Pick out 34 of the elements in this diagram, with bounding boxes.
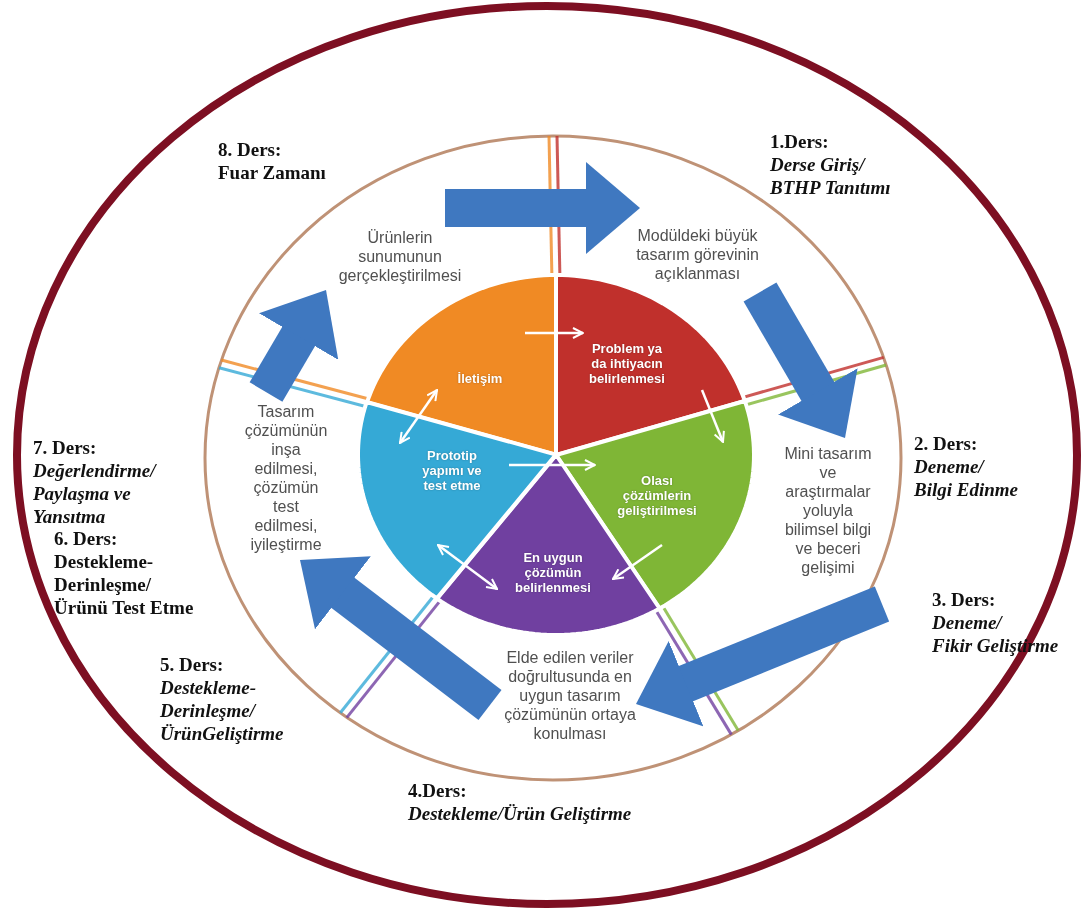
lesson-title: Destekleme- Derinleşme/ Ürünü Test Etme [54,550,195,619]
slice-label: İletişim [456,370,504,386]
arrow [398,389,439,444]
slice-label: En uygun çözümün belirlenmesi [514,549,592,595]
step-description: Elde edilen veriler doğrultusunda en uygun tasarım çözümünün ortaya konulması [503,648,637,743]
step-description: Modüldeki büyük tasarım görevinin açıklanması [635,226,760,283]
lesson-title: Destekleme- Derinleşme/ ÜrünGeliştirme [160,676,285,745]
lesson-number: 8. Ders: [218,138,283,161]
lesson-number: 5. Ders: [160,653,225,676]
lesson-number: 4.Ders: [408,779,468,802]
lesson-title: Derse Giriş/ BTHP Tanıtımı [770,153,892,199]
arrow [612,543,663,581]
step-description: Tasarım çözümünün inşa edilmesi, çözümün test edilmesi, iyileştirme [243,402,329,554]
step-description: Ürünlerin sunumunun gerçekleştirilmesi [337,228,463,285]
slice-label: Prototip yapımı ve test etme [421,447,483,493]
step-description: Mini tasarım ve araştırmalar yoluyla bilimsel bilgi ve beceri gelişimi [783,444,873,577]
lesson-title: Fuar Zamanı [218,161,327,184]
arrow [509,459,596,471]
lesson-number: 3. Ders: [932,588,997,611]
arrow [525,327,584,339]
block-arrow [743,282,858,438]
slice-label: Olası çözümlerin geliştirilmesi [616,472,698,518]
slice-label: Problem ya da ihtiyacın belirlenmesi [588,340,666,386]
arrow [437,544,498,590]
lesson-number: 2. Ders: [914,432,979,455]
lesson-title: Değerlendirme/ Paylaşma ve Yansıtma [33,459,158,528]
lesson-number: 6. Ders: [54,527,119,550]
lesson-number: 1.Ders: [770,130,830,153]
lesson-number: 7. Ders: [33,436,98,459]
arrow [700,389,725,443]
lesson-title: Destekleme/Ürün Geliştirme [408,802,633,825]
block-arrow [636,586,890,727]
block-arrow [249,290,339,402]
lesson-title: Deneme/ Bilgi Edinme [914,455,1019,501]
